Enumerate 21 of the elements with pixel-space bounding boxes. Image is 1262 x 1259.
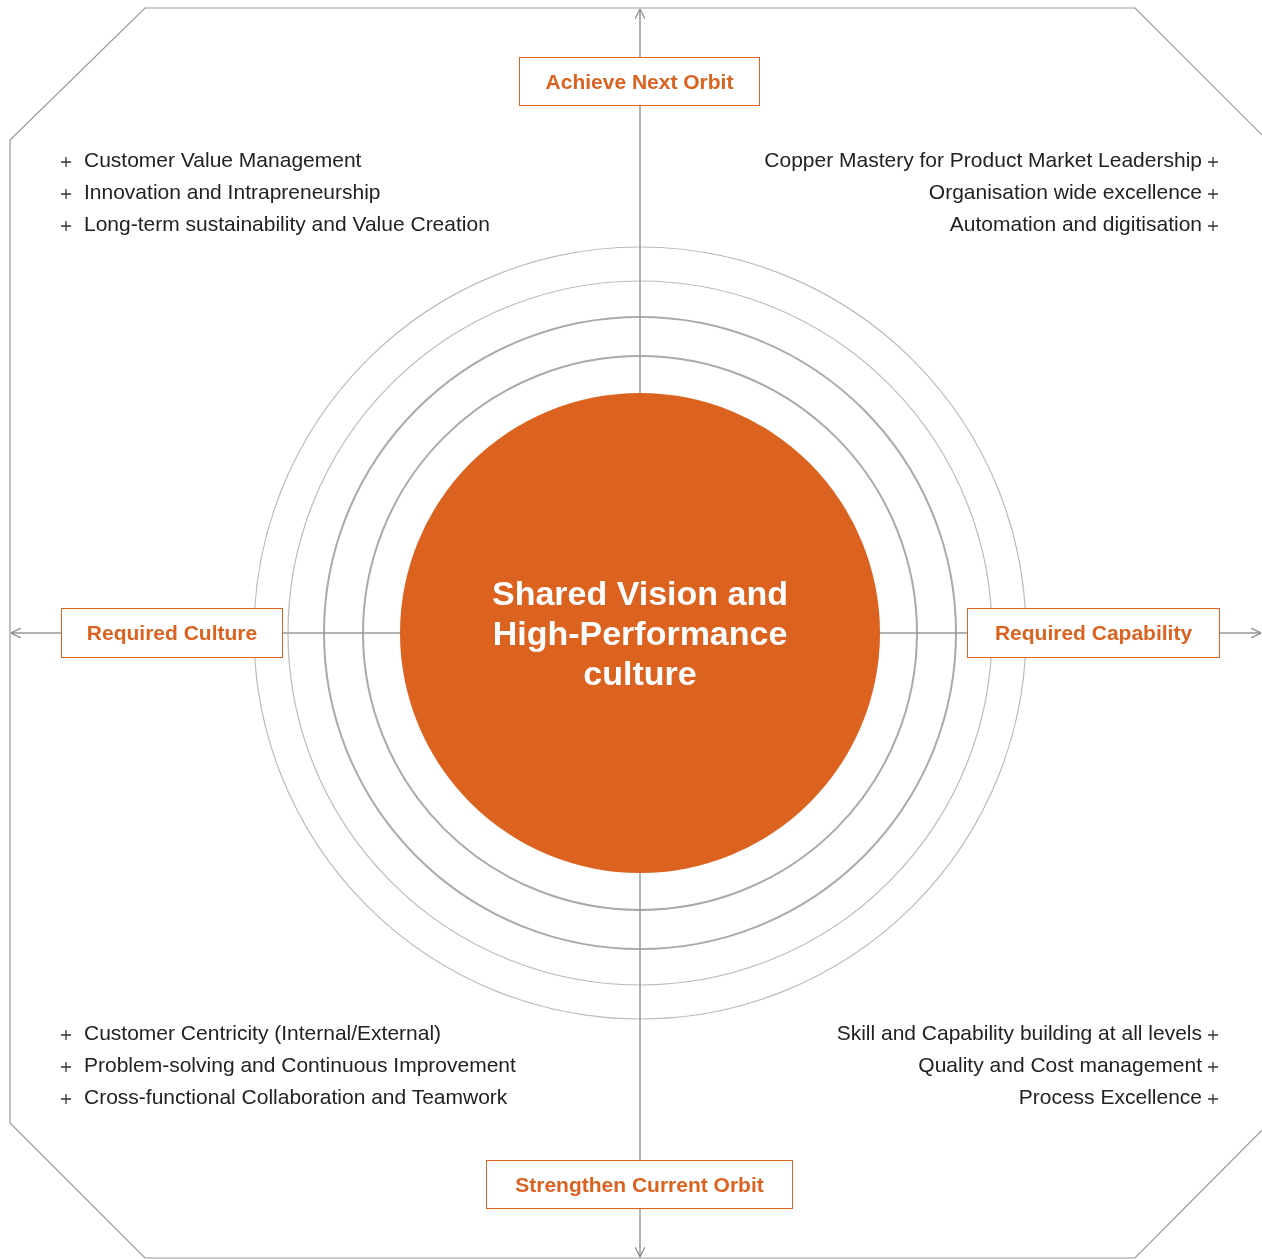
list-item: Skill and Capability building at all levels [836,1020,1202,1046]
list-item: Copper Mastery for Product Market Leadership [764,147,1202,173]
list-item: Customer Value Management [84,147,362,173]
node-text: Required Capability [994,621,1193,645]
list-item: Organisation wide excellence [928,179,1202,205]
list-item: Automation and digitisation [949,211,1202,237]
list-item: Problem-solving and Continuous Improvement [84,1052,516,1078]
node-text: Achieve Next Orbit [545,69,734,94]
orbit-label [486,1160,793,1209]
list-item: Quality and Cost management [918,1052,1202,1078]
list-item: Long-term sustainability and Value Creation [84,211,490,237]
orbit-label [519,57,760,106]
list-item: Innovation and Intrapreneurship [84,179,381,205]
list-item: Process Excellence [1018,1084,1202,1110]
node-text: Shared Vision and High-Performance culture [491,573,789,693]
pillar-label [967,608,1220,658]
list-item: Customer Centricity (Internal/External) [84,1020,442,1046]
node-text: Required Culture [86,621,258,645]
pillar-label [61,608,283,658]
list-item: Cross-functional Collaboration and Teamwork [84,1084,508,1110]
node-text: Strengthen Current Orbit [515,1172,764,1197]
